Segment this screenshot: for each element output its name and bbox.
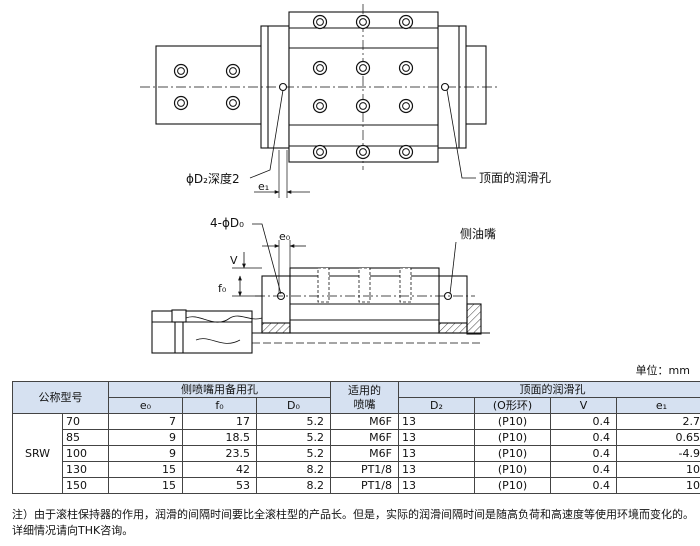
top-lube-hole-left xyxy=(278,82,288,92)
cell-d2: 13 xyxy=(398,413,475,430)
cell-oring: (P10) xyxy=(474,477,551,494)
header-d0: D₀ xyxy=(256,397,331,414)
cell-size: 150 xyxy=(62,477,109,494)
side-view xyxy=(151,223,490,354)
label-d0: 4-ϕD₀ xyxy=(210,216,244,230)
cell-f0: 17 xyxy=(182,413,257,430)
label-d2-depth: ϕD₂深度2 xyxy=(186,171,240,186)
cell-v: 0.4 xyxy=(550,461,617,478)
cell-v: 0.4 xyxy=(550,445,617,462)
header-e0: e₀ xyxy=(108,397,183,414)
header-side-spare-holes: 侧喷嘴用备用孔 xyxy=(108,381,331,398)
label-top-lube-hole: 顶面的润滑孔 xyxy=(479,170,551,185)
cell-d2: 13 xyxy=(398,445,475,462)
cell-nipple: PT1/8 xyxy=(330,461,399,478)
cell-d2: 13 xyxy=(398,461,475,478)
cell-f0: 53 xyxy=(182,477,257,494)
technical-drawing: ϕD₂深度2 e₁ 顶面的润滑孔 xyxy=(140,4,551,354)
cell-nipple: M6F xyxy=(330,429,399,446)
cell-d0: 8.2 xyxy=(256,477,331,494)
label-e0: e₀ xyxy=(279,230,291,243)
cell-nipple: M6F xyxy=(330,445,399,462)
cell-d0: 5.2 xyxy=(256,413,331,430)
label-e1: e₁ xyxy=(258,180,269,193)
table-row: 100 9 23.5 5.2 M6F 13 (P10) 0.4 -4.9 xyxy=(13,445,700,462)
table-row: SRW 70 7 17 5.2 M6F 13 (P10) 0.4 2.7 xyxy=(12,413,700,494)
cell-size: 100 xyxy=(62,445,109,462)
cell-e0: 15 xyxy=(108,461,183,478)
cell-v: 0.4 xyxy=(550,477,617,494)
series-cell: SRW xyxy=(12,413,63,494)
cell-d0: 5.2 xyxy=(256,445,331,462)
cell-e1: 10 xyxy=(616,461,700,478)
cell-f0: 23.5 xyxy=(182,445,257,462)
header-nipple: 适用的 喷嘴 xyxy=(330,381,399,414)
cell-f0: 18.5 xyxy=(182,429,257,446)
label-v: V xyxy=(230,254,238,267)
header-d2: D₂ xyxy=(398,397,475,414)
header-f0: f₀ xyxy=(182,397,257,414)
cell-size: 130 xyxy=(62,461,109,478)
cell-oring: (P10) xyxy=(474,413,551,430)
table-row: 130 15 42 8.2 PT1/8 13 (P10) 0.4 10 xyxy=(13,461,700,478)
header-top-lube-holes: 顶面的润滑孔 xyxy=(398,381,700,398)
cell-v: 0.4 xyxy=(550,413,617,430)
table-row: 150 15 53 8.2 PT1/8 13 (P10) 0.4 10 xyxy=(13,477,700,494)
header-model: 公称型号 xyxy=(12,381,109,414)
cell-f0: 42 xyxy=(182,461,257,478)
cell-d2: 13 xyxy=(398,477,475,494)
cell-v: 0.4 xyxy=(550,429,617,446)
cell-e0: 9 xyxy=(108,445,183,462)
table-row: 85 9 18.5 5.2 M6F 13 (P10) 0.4 0.65 xyxy=(13,429,700,446)
cell-nipple: PT1/8 xyxy=(330,477,399,494)
top-view xyxy=(140,4,500,198)
cell-d0: 5.2 xyxy=(256,429,331,446)
label-side-nipple: 侧油嘴 xyxy=(460,227,496,241)
cell-size: 85 xyxy=(62,429,109,446)
footnote: 注）由于滚柱保持器的作用，润滑的间隔时间要比全滚柱型的产品长。但是，实际的润滑间… xyxy=(12,508,694,537)
cell-oring: (P10) xyxy=(474,429,551,446)
top-lube-hole-right xyxy=(440,82,450,92)
cell-e1: 2.7 xyxy=(616,413,700,430)
cell-e0: 7 xyxy=(108,413,183,430)
cell-d0: 8.2 xyxy=(256,461,331,478)
rail-side xyxy=(151,310,253,354)
spec-table: 公称型号 侧喷嘴用备用孔 适用的 喷嘴 顶面的润滑孔 e₀ f₀ D₀ D₂ (… xyxy=(12,381,700,494)
cell-e1: -4.9 xyxy=(616,445,700,462)
header-v: V xyxy=(550,397,617,414)
unit-label: 单位：mm xyxy=(635,364,690,377)
cell-oring: (P10) xyxy=(474,461,551,478)
cell-d2: 13 xyxy=(398,429,475,446)
header-oring: (O形环) xyxy=(474,397,551,414)
cell-e0: 15 xyxy=(108,477,183,494)
label-f0: f₀ xyxy=(218,282,227,295)
cell-oring: (P10) xyxy=(474,445,551,462)
cell-nipple: M6F xyxy=(330,413,399,430)
cell-e1: 0.65 xyxy=(616,429,700,446)
cell-e1: 10 xyxy=(616,477,700,494)
cell-size: 70 xyxy=(62,413,109,430)
header-e1: e₁ xyxy=(616,397,700,414)
cell-e0: 9 xyxy=(108,429,183,446)
